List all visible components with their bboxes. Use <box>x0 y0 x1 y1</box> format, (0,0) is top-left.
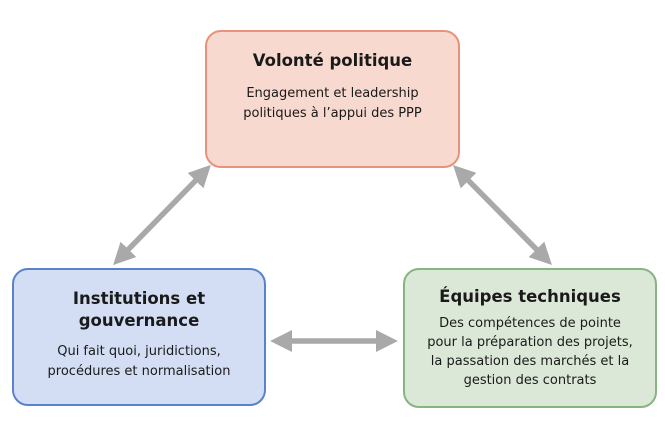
box-technical-teams-body-line: Des compétences de pointe <box>439 316 621 331</box>
box-institutions-body-line: Qui fait quoi, juridictions, <box>57 344 221 359</box>
arrow-left-top <box>113 164 211 266</box>
box-institutions-title-line: gouvernance <box>78 311 200 330</box>
box-technical-teams: Équipes techniques Des compétences de po… <box>403 268 657 408</box>
box-technical-teams-body: Des compétences de pointe pour la prépar… <box>427 314 633 390</box>
box-technical-teams-body-line: la passation des marchés et la <box>430 354 630 369</box>
box-political-will-title: Volonté politique <box>252 51 413 70</box>
box-institutions-title: Institutions et gouvernance <box>73 288 205 332</box>
box-political-will-body-line: Engagement et leadership <box>246 86 419 101</box>
box-institutions: Institutions et gouvernance Qui fait quo… <box>12 268 266 406</box>
box-technical-teams-body-line: pour la préparation des projets, <box>427 335 633 350</box>
box-institutions-body-line: procédures et normalisation <box>47 364 231 379</box>
box-institutions-title-line: Institutions et <box>72 289 206 308</box>
arrow-top-right <box>453 164 552 266</box>
box-technical-teams-title: Équipes techniques <box>439 287 621 306</box>
box-political-will-body: Engagement et leadership politiques à l’… <box>243 84 422 124</box>
box-political-will-body-line: politiques à l’appui des PPP <box>243 106 422 121</box>
box-political-will: Volonté politique Engagement et leadersh… <box>205 30 460 168</box>
box-institutions-body: Qui fait quoi, juridictions, procédures … <box>48 342 231 382</box>
box-technical-teams-body-line: gestion des contrats <box>463 373 597 388</box>
